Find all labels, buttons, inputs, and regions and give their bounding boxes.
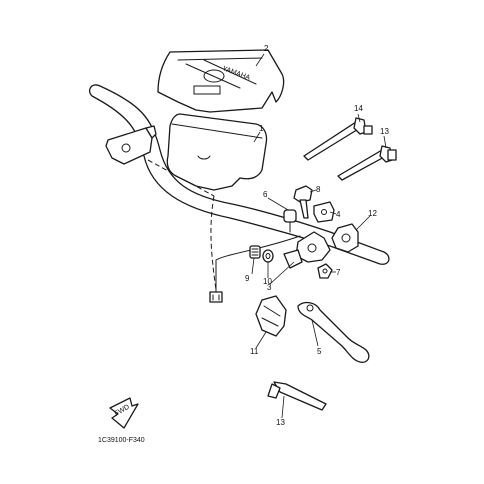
cable-tie-long (303, 117, 373, 161)
callout-labels: 2 1 6 4 14 13 8 12 3 7 9 10 11 5 13 (245, 44, 389, 427)
leader-lines (251, 53, 387, 419)
callout-13b: 13 (276, 418, 285, 427)
switch-12 (331, 223, 359, 253)
callout-3: 3 (267, 283, 272, 292)
callout-10: 10 (263, 277, 272, 286)
cable-tie-upper (337, 145, 397, 181)
handlebar-pad-foam (166, 113, 268, 191)
callout-7: 7 (336, 268, 341, 277)
washer-10 (262, 249, 274, 263)
lever-5 (297, 301, 370, 363)
callout-6: 6 (263, 190, 268, 199)
callout-1: 1 (259, 124, 264, 133)
bolt-8 (293, 185, 313, 219)
callout-11: 11 (250, 347, 259, 356)
lever-holder-3 (283, 231, 331, 269)
callout-2: 2 (264, 44, 269, 53)
callout-12: 12 (368, 209, 377, 218)
lever-holder-4 (313, 201, 335, 223)
callout-14: 14 (354, 104, 363, 113)
switch-wire (209, 235, 301, 303)
handlebar-pad-cover: YAMAHA (157, 49, 285, 113)
callout-5: 5 (317, 347, 322, 356)
callout-9: 9 (245, 274, 250, 283)
screw-9 (249, 245, 261, 259)
adjuster-6 (283, 209, 297, 233)
lever-cover-11 (255, 295, 287, 337)
callout-8: 8 (316, 185, 321, 194)
nut-7 (317, 263, 333, 279)
callout-4: 4 (336, 210, 341, 219)
left-end-clamp (105, 125, 157, 165)
fwd-arrow-icon: FWD (109, 397, 139, 429)
diagram-code: 1C39100-F340 (98, 437, 145, 444)
handlebar (88, 84, 390, 291)
cable-tie-lower (267, 381, 327, 411)
wire-connector (209, 291, 223, 303)
callout-13a: 13 (380, 127, 389, 136)
